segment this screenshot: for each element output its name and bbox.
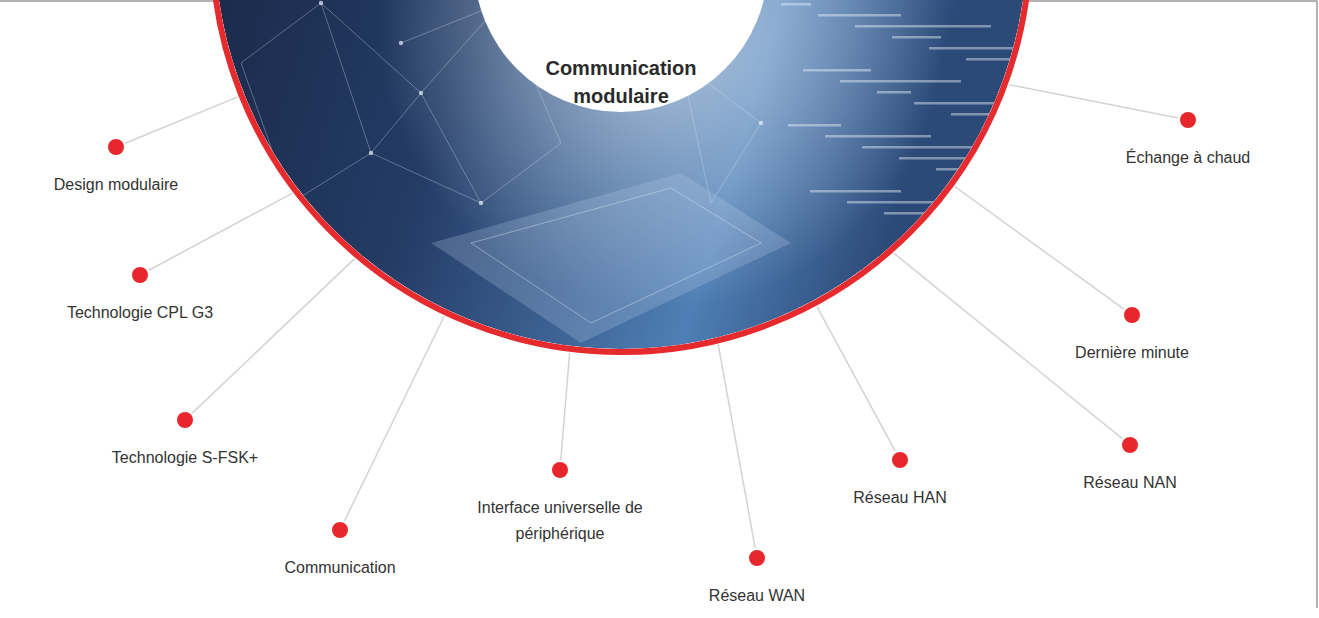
red-ring xyxy=(212,0,1030,352)
red-dot xyxy=(131,266,149,284)
feature-label: Réseau WAN xyxy=(709,583,805,609)
red-dot xyxy=(176,411,194,429)
leader-line xyxy=(192,259,354,413)
frame-line xyxy=(1316,1,1318,608)
code-streak xyxy=(958,234,1036,237)
feature-label: Interface universelle de périphérique xyxy=(473,495,648,547)
leader-line xyxy=(125,97,238,143)
feature-point: Réseau NAN xyxy=(1083,436,1176,496)
red-dot xyxy=(748,549,766,567)
leader-line xyxy=(561,353,570,460)
feature-label: Communication xyxy=(284,555,395,581)
code-streak xyxy=(914,102,1001,105)
network-mesh xyxy=(241,3,371,203)
laptop-keys xyxy=(471,188,761,323)
red-dot xyxy=(1123,306,1141,324)
red-dot xyxy=(331,521,349,539)
mesh-point xyxy=(319,1,323,5)
feature-point: Technologie S-FSK+ xyxy=(112,411,258,471)
hub-circle: Communication modulaire xyxy=(206,0,1036,358)
feature-label: Échange à chaud xyxy=(1126,145,1251,171)
code-streak xyxy=(781,3,811,6)
code-streak xyxy=(877,91,911,94)
code-streak xyxy=(921,223,1031,226)
feature-label: Réseau HAN xyxy=(853,485,946,511)
leader-line xyxy=(955,186,1124,309)
feature-label: Technologie CPL G3 xyxy=(67,300,213,326)
feature-point: Réseau WAN xyxy=(709,549,805,609)
network-mesh xyxy=(321,3,421,153)
leader-line xyxy=(149,193,293,270)
feature-point: Échange à chaud xyxy=(1126,111,1251,171)
code-streak xyxy=(855,25,991,28)
code-streak xyxy=(825,135,931,138)
inner-circle xyxy=(474,0,768,112)
code-streak xyxy=(803,69,871,72)
code-streak xyxy=(840,80,961,83)
code-streak xyxy=(973,179,1011,182)
image-ground xyxy=(215,0,1027,349)
feature-label: Réseau NAN xyxy=(1083,470,1176,496)
network-mesh xyxy=(371,93,481,203)
mesh-point xyxy=(759,121,763,125)
mesh-point xyxy=(369,151,373,155)
code-streak xyxy=(862,146,1021,149)
feature-label: Technologie S-FSK+ xyxy=(112,445,258,471)
mesh-point xyxy=(479,201,483,205)
laptop-shape xyxy=(431,173,791,343)
leader-line xyxy=(344,316,444,521)
leader-line xyxy=(817,307,895,452)
red-dot xyxy=(891,451,909,469)
hub-illustration xyxy=(206,0,1036,358)
red-dot xyxy=(1179,111,1197,129)
mesh-point xyxy=(419,91,423,95)
feature-point: Design modulaire xyxy=(54,138,179,198)
leader-line xyxy=(718,344,755,548)
image-glow xyxy=(215,0,1027,349)
code-streak xyxy=(788,124,841,127)
code-streak xyxy=(936,168,1036,171)
code-streak xyxy=(810,190,901,193)
code-streak xyxy=(899,157,971,160)
feature-point: Communication xyxy=(284,521,395,581)
mesh-point xyxy=(399,41,403,45)
feature-point: Réseau HAN xyxy=(853,451,946,511)
code-streak xyxy=(892,36,941,39)
feature-point: Interface universelle de périphérique xyxy=(473,461,648,547)
feature-label: Design modulaire xyxy=(54,172,179,198)
feature-point: Technologie CPL G3 xyxy=(67,266,213,326)
leader-line xyxy=(1009,85,1178,118)
red-dot xyxy=(1121,436,1139,454)
code-streak xyxy=(847,201,991,204)
code-streak xyxy=(818,14,901,17)
feature-label: Dernière minute xyxy=(1075,340,1189,366)
feature-point: Dernière minute xyxy=(1075,306,1189,366)
code-streak xyxy=(966,58,1036,61)
red-dot xyxy=(551,461,569,479)
red-dot xyxy=(107,138,125,156)
hub-title: Communication modulaire xyxy=(511,54,731,110)
